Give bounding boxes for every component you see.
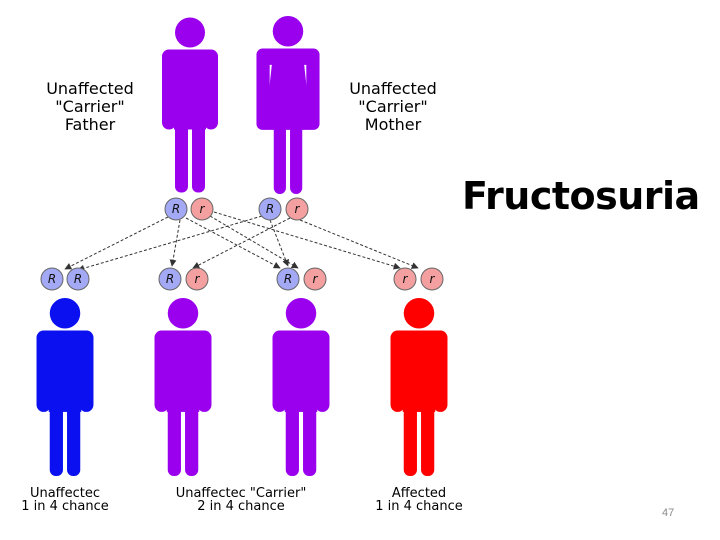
offspring-unaffected-allele-1: R (48, 272, 56, 286)
offspring-unaffected-alleles: R R (40, 267, 90, 291)
offspring-carrier-2-allele-1: R (284, 272, 292, 286)
father-allele-1: R (172, 202, 180, 216)
mother-allele-1: R (266, 202, 274, 216)
father-figure (162, 17, 218, 193)
offspring-carrier-1-allele-2: r (195, 272, 201, 286)
slide-title: Fructosuria (462, 174, 700, 218)
offspring-carrier-caption-line1: Unaffectec "Carrier" (175, 486, 307, 501)
page-number: 47 (662, 507, 675, 519)
inheritance-arrows (64, 211, 419, 272)
offspring-unaffected-caption-line1: Unaffectec (29, 486, 101, 501)
mother-caption: Unaffected "Carrier" Mother (323, 80, 463, 134)
father-caption-line2: "Carrier" (55, 97, 125, 116)
father-allele-2: r (200, 202, 206, 216)
offspring-carrier-caption-line2: 2 in 4 chance (197, 499, 285, 514)
offspring-affected-caption-line2: 1 in 4 chance (375, 499, 463, 514)
offspring-carrier-alleles-2: R r (276, 267, 327, 291)
mother-caption-line2: "Carrier" (358, 97, 428, 116)
offspring-unaffected-caption: Unaffectec 1 in 4 chance (5, 487, 125, 513)
offspring-affected-caption: Affected 1 in 4 chance (360, 487, 478, 513)
father-alleles: R r (164, 197, 214, 221)
offspring-unaffected-figure (36, 298, 94, 476)
offspring-affected-figure (390, 298, 448, 476)
mother-caption-line1: Unaffected (349, 79, 437, 98)
father-caption-line3: Father (64, 115, 116, 134)
offspring-affected-allele-2: r (430, 272, 436, 286)
offspring-affected-allele-1: r (403, 272, 409, 286)
mother-caption-line3: Mother (364, 115, 422, 134)
mother-figure (256, 16, 320, 194)
father-caption-line1: Unaffected (46, 79, 134, 98)
mother-alleles: R r (258, 197, 309, 221)
offspring-carrier-figure-2 (272, 298, 330, 476)
father-caption: Unaffected "Carrier" Father (20, 80, 160, 134)
offspring-unaffected-caption-line2: 1 in 4 chance (21, 499, 109, 514)
offspring-carrier-1-allele-1: R (166, 272, 174, 286)
offspring-carrier-2-allele-2: r (313, 272, 319, 286)
offspring-carrier-alleles-1: R r (158, 267, 209, 291)
offspring-unaffected-allele-2: R (74, 272, 82, 286)
offspring-carrier-caption: Unaffectec "Carrier" 2 in 4 chance (160, 487, 322, 513)
offspring-carrier-figure-1 (154, 298, 212, 476)
offspring-affected-caption-line1: Affected (391, 486, 447, 501)
mother-allele-2: r (295, 202, 301, 216)
offspring-affected-alleles: r r (393, 267, 444, 291)
